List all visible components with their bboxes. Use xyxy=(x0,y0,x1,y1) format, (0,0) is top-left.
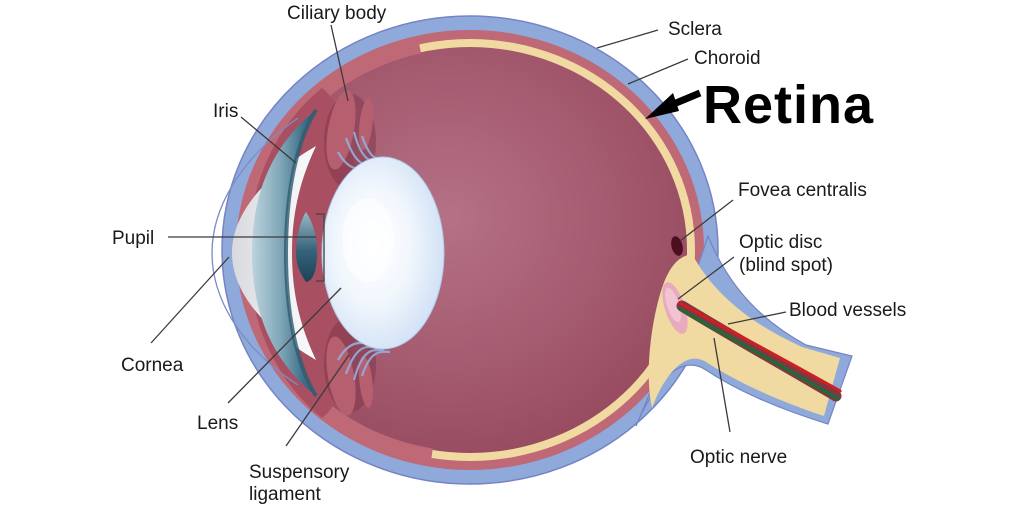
pupil-shape xyxy=(296,212,317,282)
label-suspensory-ligament-line1: Suspensory xyxy=(249,462,350,483)
retina-arrow xyxy=(645,89,702,119)
leader-lens xyxy=(227,287,342,404)
pupil-bracket xyxy=(316,213,325,282)
label-optic-disc-line1: Optic disc xyxy=(739,232,822,253)
leader-blood-vessels xyxy=(727,311,787,325)
leader-lines xyxy=(150,24,787,447)
retinal-vein xyxy=(678,307,840,401)
leader-optic-nerve xyxy=(713,337,731,433)
label-iris: Iris xyxy=(213,101,238,122)
leader-optic-disc xyxy=(677,256,735,300)
lens-highlight xyxy=(342,198,394,282)
label-ciliary-body: Ciliary body xyxy=(287,3,387,24)
leader-choroid xyxy=(627,58,689,85)
eye-contour-line xyxy=(211,117,299,386)
leader-suspensory xyxy=(285,354,350,447)
label-sclera: Sclera xyxy=(668,19,722,40)
label-blood-vessels: Blood vessels xyxy=(789,300,906,321)
retina-arrowhead xyxy=(645,93,679,119)
leader-ciliary-body xyxy=(330,24,349,102)
leader-cornea xyxy=(150,256,230,344)
label-optic-disc-line2: (blind spot) xyxy=(739,255,833,276)
label-cornea: Cornea xyxy=(121,355,184,376)
optic-nerve xyxy=(635,234,853,427)
anterior-segment xyxy=(211,88,445,418)
ciliary-lobe-bottom-small xyxy=(358,356,374,408)
iris-inner-edge xyxy=(283,108,318,398)
label-suspensory-ligament-line2: ligament xyxy=(249,484,322,505)
leader-iris xyxy=(240,116,297,164)
ciliary-lobe-top-large xyxy=(326,90,356,170)
label-retina: Retina xyxy=(703,75,874,135)
fovea-centralis-spot xyxy=(671,236,683,256)
label-fovea-centralis: Fovea centralis xyxy=(738,180,867,201)
retinal-artery xyxy=(678,301,842,393)
label-pupil: Pupil xyxy=(112,228,154,249)
labels: Ciliary body Iris Pupil Cornea Lens Susp… xyxy=(112,3,906,505)
label-lens: Lens xyxy=(197,413,238,434)
optic-disc-highlight xyxy=(665,287,681,323)
label-choroid: Choroid xyxy=(694,48,761,69)
leader-sclera xyxy=(596,29,659,49)
leader-fovea xyxy=(679,199,734,242)
label-optic-nerve: Optic nerve xyxy=(690,447,787,468)
